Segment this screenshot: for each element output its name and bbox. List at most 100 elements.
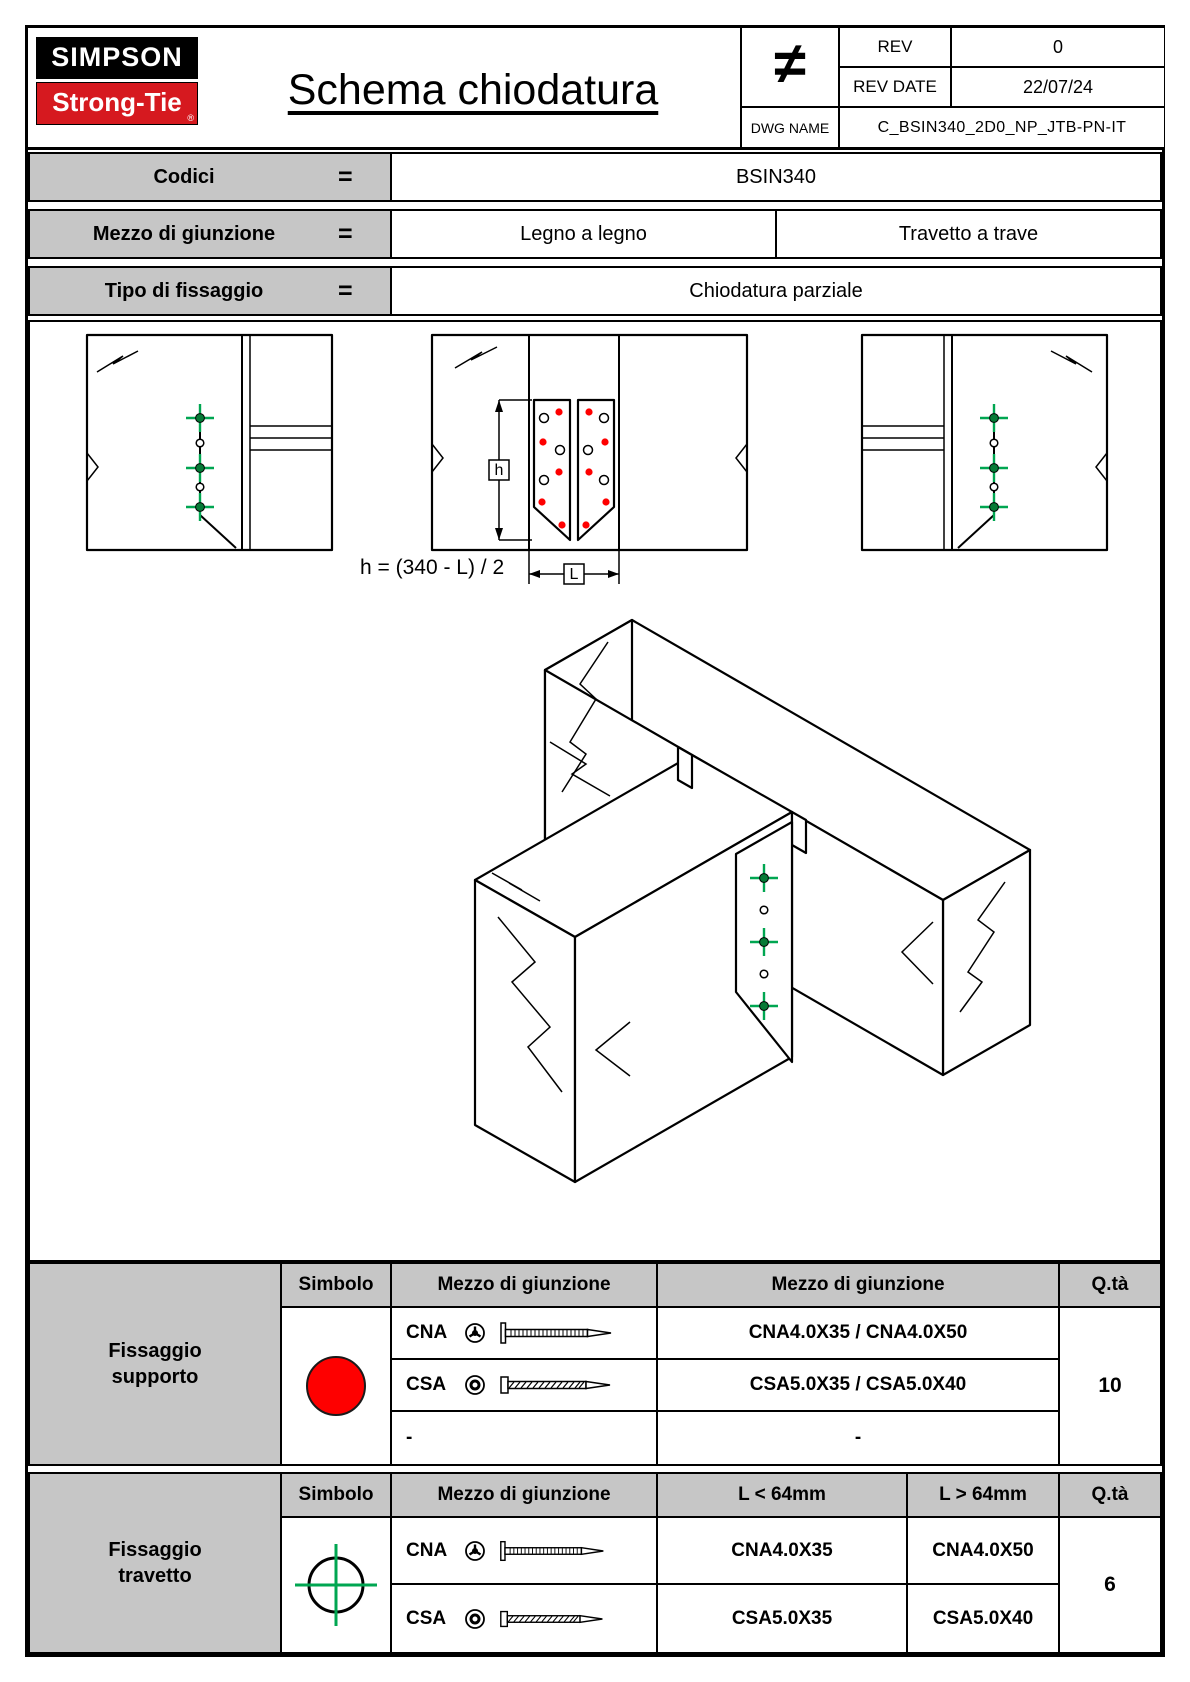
screw-icon bbox=[500, 1376, 611, 1394]
break-chevron bbox=[1095, 452, 1108, 482]
csa-head-icon bbox=[465, 1375, 485, 1395]
break-mark bbox=[96, 350, 139, 373]
strongtie-logo: Strong-Tie ® bbox=[36, 82, 198, 125]
hanger-top-strip bbox=[676, 745, 694, 790]
nail-icon bbox=[500, 1322, 612, 1344]
codici-value: BSIN340 bbox=[735, 165, 817, 188]
equals-sign: = bbox=[338, 162, 353, 191]
break-chevron bbox=[735, 443, 748, 473]
tipo-label-cell: Tipo di fissaggio = bbox=[30, 268, 392, 314]
col-header-mezzo: Mezzo di giunzione bbox=[392, 1474, 658, 1518]
nail-hole bbox=[195, 438, 205, 448]
designation-dash: - bbox=[658, 1412, 1060, 1464]
fastener-row-csa: CSA bbox=[392, 1360, 658, 1412]
break-mark bbox=[561, 641, 609, 793]
projection-symbol-icon: ≠ bbox=[742, 28, 840, 108]
support-qty-value: 10 bbox=[1060, 1308, 1160, 1464]
nail-hole bbox=[759, 905, 769, 915]
crosshair-icon bbox=[295, 1544, 377, 1626]
h-dim-label: h bbox=[495, 462, 504, 479]
right-side-view bbox=[860, 333, 1109, 552]
joist-symbol-cell bbox=[282, 1518, 392, 1652]
fastener-row-csa: CSA bbox=[392, 1585, 658, 1652]
nail-hole bbox=[759, 969, 769, 979]
col-header-l-large: L > 64mm bbox=[908, 1474, 1060, 1518]
break-chevron bbox=[431, 443, 444, 473]
fastener-label: CNA bbox=[406, 1322, 448, 1343]
col-header-qty: Q.tà bbox=[1060, 1474, 1160, 1518]
technical-drawing: h L h = (340 - L) / 2 bbox=[85, 333, 1109, 1184]
fastener-label: CSA bbox=[406, 1374, 447, 1395]
break-mark bbox=[549, 741, 611, 797]
nail-icon bbox=[500, 1540, 604, 1561]
col-header-l-small: L < 64mm bbox=[658, 1474, 908, 1518]
csa-l-large-value: CSA5.0X40 bbox=[908, 1585, 1060, 1652]
registered-mark: ® bbox=[187, 113, 194, 123]
mezzo-label-cell: Mezzo di giunzione = bbox=[30, 211, 392, 257]
mezzo-values: Legno a legno Travetto a trave bbox=[392, 211, 1160, 257]
joist-table-title: Fissaggio travetto bbox=[108, 1539, 202, 1587]
break-mark bbox=[1050, 350, 1093, 373]
hanger-top-strip bbox=[790, 810, 808, 855]
simpson-strongtie-logo: SIMPSON Strong-Tie ® bbox=[36, 37, 198, 125]
break-chevron bbox=[900, 921, 934, 985]
cna-head-icon bbox=[465, 1540, 485, 1561]
nail-hole bbox=[989, 438, 999, 448]
support-fixing-table: Fissaggio supporto Simbolo Mezzo di giun… bbox=[28, 1262, 1162, 1466]
support-symbol-cell bbox=[282, 1308, 392, 1464]
mezzo-value-left: Legno a legno bbox=[520, 222, 647, 245]
rev-label: REV bbox=[840, 28, 952, 68]
screw-icon bbox=[500, 1610, 603, 1627]
front-view: h L h = (340 - L) / 2 bbox=[360, 333, 749, 585]
cna-head-icon bbox=[465, 1323, 485, 1343]
joist-qty-value: 6 bbox=[1060, 1518, 1160, 1652]
revision-block: ≠ REV 0 REV DATE 22/07/24 DWG NAME C_BSI… bbox=[740, 28, 1164, 147]
tipo-label: Tipo di fissaggio bbox=[104, 279, 264, 302]
info-row-codici: Codici = BSIN340 bbox=[28, 152, 1162, 202]
support-table-title-cell: Fissaggio supporto bbox=[30, 1264, 282, 1464]
rev-date-value: 22/07/24 bbox=[952, 68, 1164, 108]
height-formula: h = (340 - L) / 2 bbox=[360, 556, 504, 579]
rev-date-label: REV DATE bbox=[840, 68, 952, 108]
col-header-mezzo: Mezzo di giunzione bbox=[392, 1264, 658, 1308]
equals-sign: = bbox=[338, 219, 353, 248]
red-circle-icon bbox=[306, 1356, 366, 1416]
equals-sign: = bbox=[338, 276, 353, 305]
break-mark bbox=[959, 881, 1006, 1013]
codici-values: BSIN340 bbox=[392, 154, 1160, 200]
dwg-name-value: C_BSIN340_2D0_NP_JTB-PN-IT bbox=[840, 108, 1164, 147]
nail-hole bbox=[195, 482, 205, 492]
drawing-title: Schema chiodatura bbox=[287, 66, 659, 114]
break-mark bbox=[454, 346, 498, 369]
codici-label-cell: Codici = bbox=[30, 154, 392, 200]
simpson-logo: SIMPSON bbox=[36, 37, 198, 79]
codici-label: Codici bbox=[153, 165, 215, 188]
dimension-l: L bbox=[528, 550, 620, 585]
title-block: SIMPSON Strong-Tie ® Schema chiodatura ≠… bbox=[28, 28, 1164, 150]
break-mark bbox=[497, 916, 563, 1093]
break-mark bbox=[491, 872, 541, 902]
col-header-simbolo: Simbolo bbox=[282, 1474, 392, 1518]
fastener-label: - bbox=[406, 1427, 413, 1448]
nail-hole bbox=[989, 482, 999, 492]
col-header-simbolo: Simbolo bbox=[282, 1264, 392, 1308]
info-row-tipo-fissaggio: Tipo di fissaggio = Chiodatura parziale bbox=[28, 266, 1162, 316]
isometric-view bbox=[473, 618, 1032, 1184]
col-header-qty: Q.tà bbox=[1060, 1264, 1160, 1308]
support-table-title: Fissaggio supporto bbox=[108, 1340, 202, 1388]
nail-holes bbox=[538, 412, 610, 486]
drawing-area: h L h = (340 - L) / 2 bbox=[28, 320, 1162, 1262]
support-nail-markers bbox=[538, 408, 610, 529]
joist-table-title-cell: Fissaggio travetto bbox=[30, 1474, 282, 1652]
designation-csa: CSA5.0X35 / CSA5.0X40 bbox=[658, 1360, 1060, 1412]
fastener-label: CSA bbox=[406, 1607, 447, 1629]
designation-cna: CNA4.0X35 / CNA4.0X50 bbox=[658, 1308, 1060, 1360]
col-header-mezzo-designation: Mezzo di giunzione bbox=[658, 1264, 1060, 1308]
left-side-view bbox=[85, 333, 334, 552]
tipo-values: Chiodatura parziale bbox=[392, 268, 1160, 314]
csa-l-small-value: CSA5.0X35 bbox=[658, 1585, 908, 1652]
break-chevron bbox=[86, 452, 99, 482]
rev-value: 0 bbox=[952, 28, 1164, 68]
csa-head-icon bbox=[465, 1608, 485, 1629]
